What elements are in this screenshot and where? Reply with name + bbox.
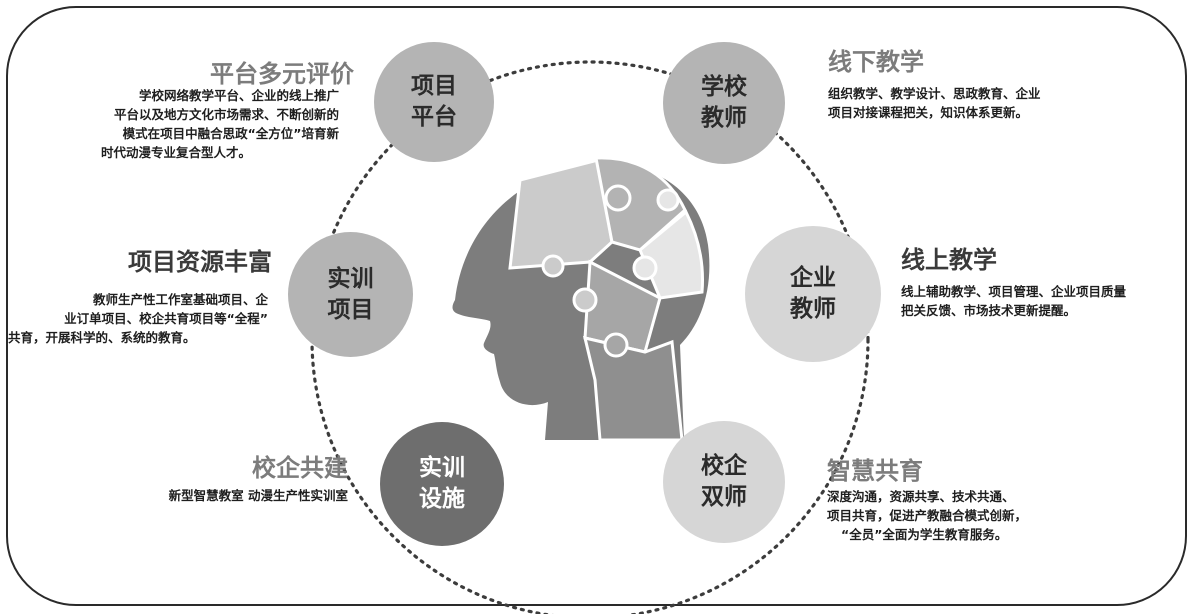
- node-training-facility: 实训 设施: [380, 422, 504, 546]
- node-dual-teacher-line2: 双师: [701, 484, 747, 510]
- node-school-teacher-line2: 教师: [701, 105, 747, 131]
- smart-line: “全员”全面为学生教育服务。: [841, 527, 1008, 542]
- node-school-teacher: 学校 教师: [663, 42, 785, 164]
- node-dual-teacher-line1: 校企: [701, 453, 747, 479]
- resources-line: 教师生产性工作室基础项目、企: [92, 292, 268, 307]
- node-training-project-line1: 实训: [327, 265, 374, 292]
- puzzle-pieces-icon: [508, 156, 704, 442]
- smart-line: 深度沟通，资源共享、技术共通、: [827, 489, 1015, 504]
- node-enterprise-teacher: 企业 教师: [745, 226, 881, 362]
- co-build-line: 新型智慧教室 动漫生产性实训室: [168, 488, 348, 503]
- node-training-project-line2: 项目: [327, 296, 374, 323]
- node-training-project: 实训 项目: [288, 232, 413, 357]
- diagram-frame: [6, 6, 1187, 606]
- resources-title: 项目资源丰富: [128, 248, 272, 276]
- node-school-teacher-line1: 学校: [701, 74, 747, 100]
- platform-eval-text: 学校网络教学平台、企业的线上推广 平台以及地方文化市场需求、不断创新的 模式在项…: [39, 86, 339, 162]
- online-title: 线上教学: [901, 246, 997, 274]
- node-project-platform-line2: 平台: [411, 104, 457, 130]
- platform-eval-line: 时代动漫专业复合型人才。: [101, 145, 252, 160]
- online-line: 把关反馈、市场技术更新提醒。: [901, 303, 1077, 318]
- resources-line: 业订单项目、校企共育项目等“全程”: [64, 311, 268, 326]
- co-build-text: 新型智慧教室 动漫生产性实训室: [88, 486, 348, 505]
- platform-eval-line: 模式在项目中融合思政“全方位”培育新: [122, 126, 339, 141]
- node-training-facility-line1: 实训: [419, 455, 465, 481]
- offline-title: 线下教学: [828, 48, 924, 76]
- co-build-title: 校企共建: [252, 454, 348, 482]
- offline-line: 项目对接课程把关，知识体系更新。: [828, 105, 1029, 120]
- node-training-facility-line2: 设施: [419, 486, 465, 512]
- node-enterprise-teacher-line2: 教师: [790, 296, 836, 322]
- node-enterprise-teacher-line1: 企业: [790, 265, 836, 291]
- online-line: 线上辅助教学、项目管理、企业项目质量: [901, 284, 1127, 299]
- offline-line: 组织教学、教学设计、思政教育、企业: [828, 86, 1041, 101]
- node-dual-teacher: 校企 双师: [663, 421, 785, 543]
- smart-title: 智慧共育: [827, 457, 923, 485]
- resources-line: 共育，开展科学的、系统的教育。: [8, 330, 196, 345]
- node-project-platform-line1: 项目: [411, 73, 457, 99]
- node-project-platform: 项目 平台: [374, 42, 494, 162]
- platform-eval-title: 平台多元评价: [210, 60, 354, 88]
- smart-text: 深度沟通，资源共享、技术共通、 项目共育，促进产教融合模式创新， “全员”全面为…: [827, 487, 1117, 544]
- platform-eval-line: 平台以及地方文化市场需求、不断创新的: [113, 107, 339, 122]
- resources-text: 教师生产性工作室基础项目、企 业订单项目、校企共育项目等“全程” 共育，开展科学…: [0, 290, 268, 347]
- online-text: 线上辅助教学、项目管理、企业项目质量 把关反馈、市场技术更新提醒。: [901, 282, 1191, 320]
- smart-line: 项目共育，促进产教融合模式创新，: [827, 508, 1028, 523]
- platform-eval-line: 学校网络教学平台、企业的线上推广: [138, 88, 339, 103]
- offline-text: 组织教学、教学设计、思政教育、企业 项目对接课程把关，知识体系更新。: [828, 84, 1128, 122]
